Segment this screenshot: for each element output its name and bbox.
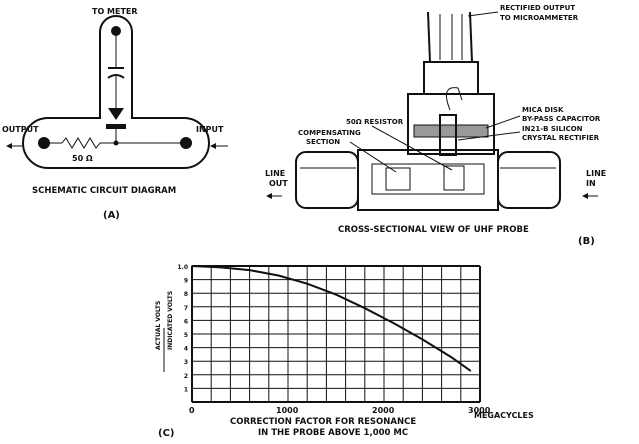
inner-conductor [371,163,485,195]
correction-curve [191,265,471,372]
curve-point [191,265,193,267]
panel-a-label: (A) [103,210,120,221]
panel-b-label: (B) [578,236,595,247]
line-out-label-1: LINE [265,169,285,178]
line-in-label-1: LINE [586,169,606,178]
resistor-label: 50 Ω [72,154,93,163]
chart-tick-labels: 0 1000 2000 3000 1.0 9 8 7 6 5 4 3 2 1 [177,264,490,415]
chart-caption-1: CORRECTION FACTOR FOR RESONANCE [230,417,416,427]
chart-caption-2: IN THE PROBE ABOVE 1,000 MC [258,428,408,438]
y-tick-label: 8 [184,291,188,298]
curve-point [392,322,395,324]
capacitor-plate-2 [107,74,125,79]
curve-point [335,293,337,296]
leader-output [467,11,499,17]
curve-point [306,282,309,285]
y-tick-label: 2 [184,373,188,380]
line-out-label-2: OUT [269,179,288,188]
x-tick-label: 2000 [372,406,395,415]
leader-crystal [457,131,521,141]
rectified-output-label-2: TO MICROAMMETER [500,14,579,22]
y-tick-label: 3 [184,359,188,366]
leader-resistor [371,125,453,171]
x-tick-label: 0 [189,406,195,415]
output-arrowhead [6,143,12,149]
x-axis-unit: MEGACYCLES [474,411,534,420]
line-in-label-2: IN [586,179,596,188]
leader-mica [485,115,521,129]
probe-cross-section: RECTIFIED OUTPUT TO MICROAMMETER MICA DI… [265,4,606,247]
line-in-cable [497,151,561,209]
connector-body [423,61,479,95]
schematic-title: SCHEMATIC CIRCUIT DIAGRAM [32,186,176,196]
chart-grid [191,265,481,403]
mica-label-2: BY-PASS CAPACITOR [522,115,601,123]
probe-title: CROSS-SECTIONAL VIEW OF UHF PROBE [338,225,529,235]
compensating-section-part [385,167,411,191]
x-tick-label: 1000 [276,406,299,415]
curve-point [469,369,472,372]
probe-resistor-label: 50Ω RESISTOR [346,118,404,126]
rectified-output-label-1: RECTIFIED OUTPUT [500,4,575,12]
curve-point [220,266,222,269]
compensating-label-1: COMPENSATING [298,129,361,137]
crystal-label-1: IN21-B SILICON [522,125,583,133]
crystal-rectifier [439,114,457,156]
curve-point [450,356,453,358]
mica-label-1: MICA DISK [522,106,564,114]
curve-points [191,265,472,372]
y-tick-label: 9 [184,278,188,285]
curve-point [421,338,424,341]
output-lead-wire [445,87,463,111]
output-cable [427,11,474,63]
meter-terminal [99,15,133,60]
curve-point [364,307,366,309]
detector-housing [407,93,495,155]
leader-compensating [349,141,397,173]
diode-symbol [108,108,124,120]
y-tick-label: 7 [184,305,188,312]
y-tick-label: 6 [184,318,188,325]
y-tick-label: 5 [184,332,188,339]
y-tick-label: 4 [184,346,188,353]
schematic-diagram: TO METER 50 Ω OUTPUT INPUT SCHEMATIC CIR… [2,7,228,221]
y-axis-label-2: INDICATED VOLTS [167,291,174,350]
diode-bar [106,124,126,129]
curve-point [277,274,280,277]
y-tick-label: 1.0 [177,264,188,271]
mica-disk [413,124,489,138]
circuit-frame [22,60,210,169]
y-tick-label: 1 [184,386,188,393]
output-label: OUTPUT [2,125,39,134]
correction-factor-chart: 0 1000 2000 3000 1.0 9 8 7 6 5 4 3 2 1 ACTUAL VOLTS I… [155,264,534,439]
to-meter-label: TO METER [92,7,138,16]
input-label: INPUT [196,125,224,134]
resistor-part [443,165,465,191]
crystal-label-2: CRYSTAL RECTIFIER [522,134,600,142]
panel-c-label: (C) [158,428,174,439]
curve-point [248,269,251,271]
probe-body [357,149,499,211]
y-axis-label-1: ACTUAL VOLTS [155,301,162,350]
input-arrowhead [210,143,216,149]
compensating-label-2: SECTION [306,138,340,146]
x-tick-label: 3000 [468,406,491,415]
resistor-symbol [61,137,101,149]
line-out-cable [295,151,359,209]
